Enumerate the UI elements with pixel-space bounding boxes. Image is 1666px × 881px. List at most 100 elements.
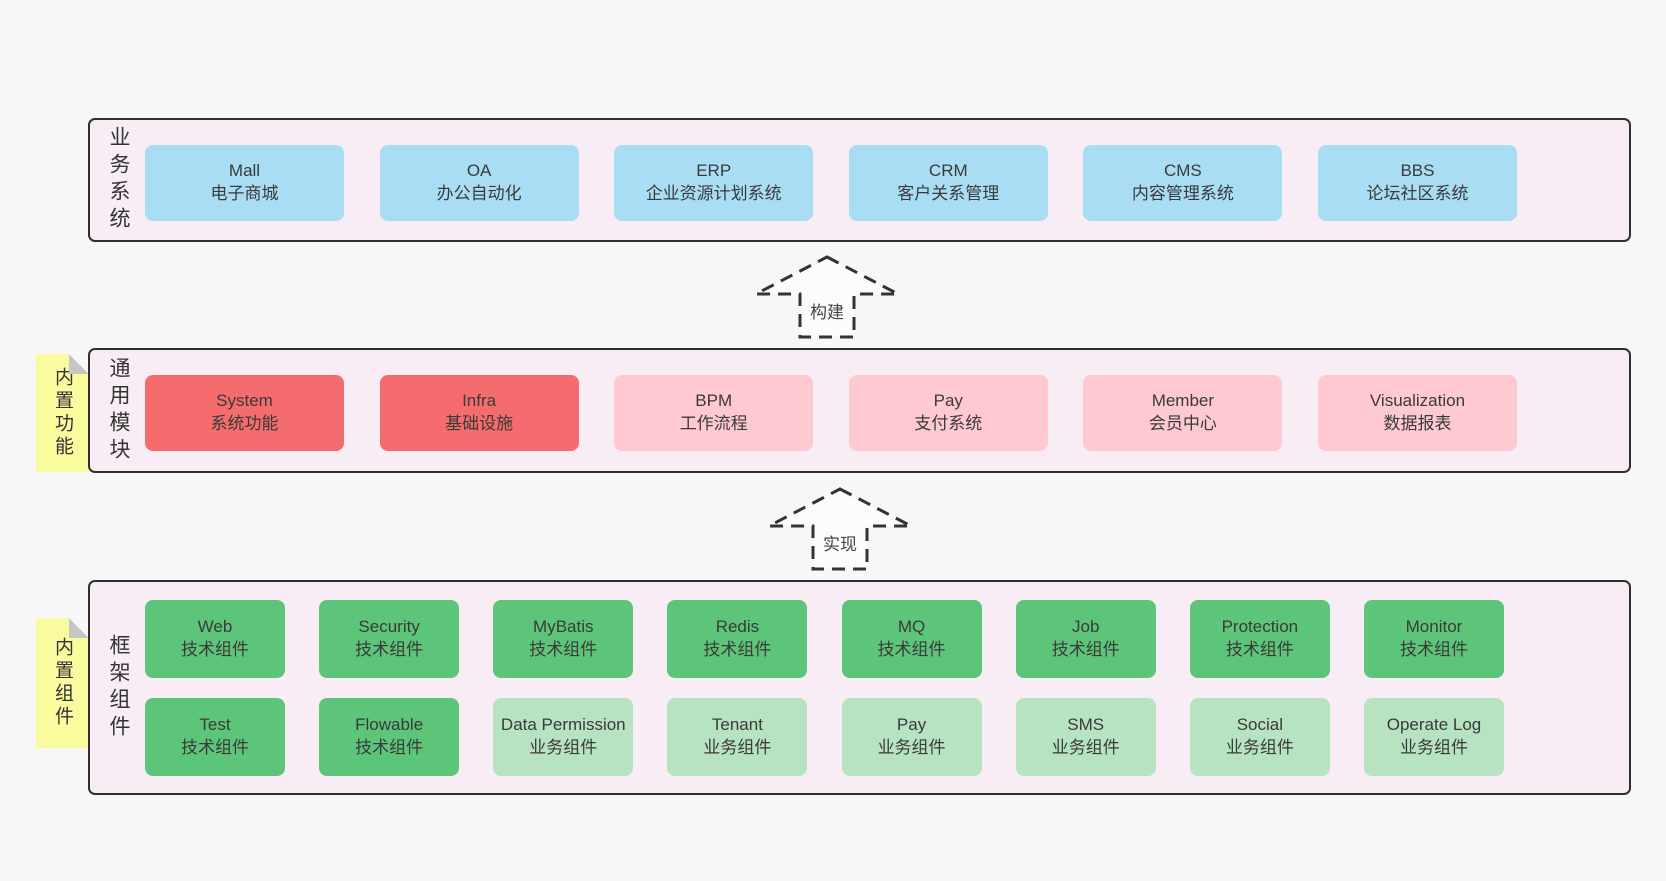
box-title: Mall: [228, 161, 261, 181]
sticky-built-in-components: 内置组件: [36, 618, 89, 748]
box-subtitle: 技术组件: [529, 640, 598, 659]
section-business-label: 业务系统: [107, 126, 130, 234]
box-web: Web 技术组件: [145, 600, 285, 678]
box-title: Pay: [896, 715, 927, 735]
box-subtitle: 业务组件: [529, 738, 598, 757]
box-title: Security: [358, 617, 420, 637]
box-subtitle: 业务组件: [877, 738, 946, 757]
box-subtitle: 会员中心: [1148, 414, 1217, 433]
section-framework-label: 框架组件: [107, 633, 130, 742]
box-bpm: BPM 工作流程: [614, 375, 814, 451]
box-subtitle: 论坛社区系统: [1366, 184, 1469, 203]
box-erp: ERP 企业资源计划系统: [614, 145, 814, 221]
box-subtitle: 业务组件: [1399, 738, 1468, 757]
box-subtitle: 电子商城: [210, 184, 279, 203]
box-title: Flowable: [355, 715, 424, 735]
box-cms: CMS 内容管理系统: [1083, 145, 1283, 221]
box-subtitle: 内容管理系统: [1131, 184, 1234, 203]
box-title: Monitor: [1405, 617, 1463, 637]
box-title: Web: [197, 617, 233, 637]
box-subtitle: 业务组件: [1225, 738, 1294, 757]
sticky-label: 内置组件: [52, 637, 73, 729]
box-title: Data Permission: [500, 715, 626, 735]
box-job: Job 技术组件: [1015, 600, 1156, 678]
sticky-built-in-features: 内置功能: [36, 354, 89, 472]
box-title: BPM: [695, 391, 733, 411]
dashed-up-arrow-icon: [755, 255, 899, 339]
box-title: Operate Log: [1386, 715, 1482, 735]
sticky-label: 内置功能: [52, 367, 73, 459]
box-title: CMS: [1163, 161, 1202, 181]
box-security: Security 技术组件: [319, 600, 460, 678]
modules-box-row: System 系统功能 Infra 基础设施 BPM 工作流程 Pay 支付系统…: [145, 375, 1517, 451]
business-box-row: Mall 电子商城 OA 办公自动化 ERP 企业资源计划系统 CRM 客户关系…: [145, 145, 1517, 221]
box-subtitle: 技术组件: [355, 738, 424, 757]
box-operate-log: Operate Log 业务组件: [1363, 698, 1504, 776]
folded-corner-icon: [69, 618, 89, 638]
box-subtitle: 技术组件: [181, 738, 249, 757]
box-title: MyBatis: [533, 617, 594, 637]
box-title: CRM: [928, 161, 968, 181]
box-member: Member 会员中心: [1083, 375, 1283, 451]
box-oa: OA 办公自动化: [379, 145, 579, 221]
box-title: Infra: [462, 391, 497, 411]
implement-arrow-label: 实现: [823, 535, 857, 554]
framework-box-row-2: Test 技术组件 Flowable 技术组件 Data Permission …: [145, 698, 1504, 776]
box-pay-biz: Pay 业务组件: [841, 698, 982, 776]
box-subtitle: 工作流程: [679, 414, 748, 433]
box-title: Visualization: [1369, 391, 1466, 411]
box-subtitle: 技术组件: [1225, 640, 1294, 659]
box-title: Social: [1236, 715, 1283, 735]
box-subtitle: 系统功能: [210, 414, 279, 433]
box-visualization: Visualization 数据报表: [1317, 375, 1517, 451]
box-subtitle: 技术组件: [1399, 640, 1468, 659]
box-subtitle: 技术组件: [1051, 640, 1120, 659]
box-subtitle: 数据报表: [1383, 414, 1452, 433]
box-subtitle: 技术组件: [355, 640, 424, 659]
box-subtitle: 技术组件: [877, 640, 946, 659]
box-mq: MQ 技术组件: [841, 600, 982, 678]
implement-arrow: 实现: [765, 486, 915, 572]
box-title: Pay: [933, 391, 963, 411]
box-subtitle: 支付系统: [914, 414, 983, 433]
section-common-modules: 通用模块 System 系统功能 Infra 基础设施 BPM 工作流程 Pay…: [88, 348, 1631, 473]
framework-box-row-1: Web 技术组件 Security 技术组件 MyBatis 技术组件 Redi…: [145, 600, 1504, 678]
box-social: Social 业务组件: [1189, 698, 1330, 776]
box-title: Tenant: [711, 715, 763, 735]
box-subtitle: 基础设施: [445, 414, 514, 433]
box-bbs: BBS 论坛社区系统: [1317, 145, 1517, 221]
box-title: Member: [1151, 391, 1215, 411]
box-test: Test 技术组件: [145, 698, 285, 776]
box-title: OA: [466, 161, 492, 181]
box-title: System: [216, 391, 273, 411]
folded-corner-icon: [69, 354, 89, 374]
box-infra: Infra 基础设施: [379, 375, 579, 451]
box-title: Test: [199, 715, 231, 735]
box-title: Redis: [715, 617, 760, 637]
build-arrow: 构建: [752, 254, 902, 340]
box-monitor: Monitor 技术组件: [1363, 600, 1504, 678]
box-mall: Mall 电子商城: [145, 145, 344, 221]
section-business-systems: 业务系统 Mall 电子商城 OA 办公自动化 ERP 企业资源计划系统 CRM…: [88, 118, 1631, 242]
box-title: Protection: [1221, 617, 1299, 637]
box-title: MQ: [897, 617, 926, 637]
box-subtitle: 技术组件: [181, 640, 249, 659]
box-flowable: Flowable 技术组件: [319, 698, 460, 776]
box-data-permission: Data Permission 业务组件: [493, 698, 634, 776]
box-subtitle: 业务组件: [1051, 738, 1120, 757]
box-subtitle: 技术组件: [703, 640, 772, 659]
box-mybatis: MyBatis 技术组件: [493, 600, 634, 678]
box-subtitle: 业务组件: [703, 738, 772, 757]
box-protection: Protection 技术组件: [1189, 600, 1330, 678]
box-title: ERP: [696, 161, 732, 181]
box-subtitle: 客户关系管理: [897, 184, 1000, 203]
box-system: System 系统功能: [145, 375, 344, 451]
box-title: SMS: [1067, 715, 1105, 735]
box-pay: Pay 支付系统: [848, 375, 1048, 451]
box-sms: SMS 业务组件: [1015, 698, 1156, 776]
box-crm: CRM 客户关系管理: [848, 145, 1048, 221]
dashed-up-arrow-icon: [768, 487, 912, 571]
box-title: BBS: [1400, 161, 1435, 181]
box-subtitle: 办公自动化: [436, 184, 522, 203]
